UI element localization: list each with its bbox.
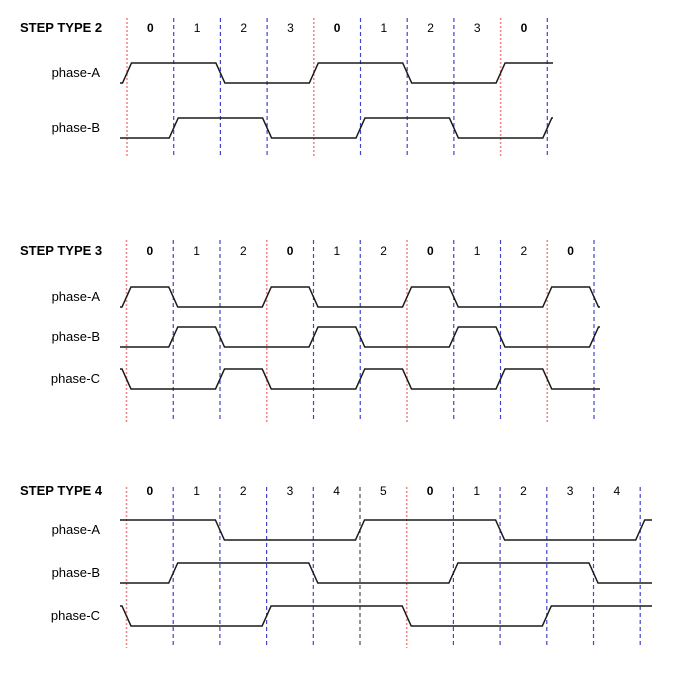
- step-number: 2: [427, 21, 434, 35]
- phase-label-b: phase-B: [51, 329, 100, 344]
- step-number: 2: [520, 244, 528, 258]
- phase-B-waveform: [120, 117, 553, 139]
- section-title-step-type-4: STEP TYPE 4: [20, 483, 103, 498]
- phase-C-waveform: [120, 368, 600, 390]
- step-number: 2: [239, 484, 247, 498]
- phase-A-waveform: [120, 62, 553, 84]
- step-number: 3: [566, 484, 574, 498]
- phase-label-a: phase-A: [51, 522, 100, 537]
- step-number: 0: [567, 244, 574, 258]
- step-number: 0: [286, 244, 294, 258]
- section-title-step-type-3: STEP TYPE 3: [20, 243, 103, 258]
- step-number: 4: [333, 484, 340, 498]
- step-number: 1: [380, 21, 388, 35]
- step-number: 2: [520, 484, 527, 498]
- step-number: 1: [473, 484, 481, 498]
- phase-B-waveform: [120, 562, 652, 584]
- step-number: 0: [427, 244, 434, 258]
- phase-C-waveform: [120, 605, 652, 627]
- step-number: 1: [193, 484, 200, 498]
- phase-label-c: phase-C: [50, 371, 100, 386]
- step-number: 3: [286, 484, 294, 498]
- step-number: 3: [473, 21, 481, 35]
- step-number: 2: [240, 21, 248, 35]
- step-number: 2: [240, 244, 247, 258]
- step-number: 0: [146, 244, 154, 258]
- step-number: 0: [520, 21, 528, 35]
- phase-label-b: phase-B: [51, 120, 100, 135]
- phase-B-waveform: [120, 326, 600, 348]
- step-number: 0: [426, 484, 434, 498]
- step-number: 0: [147, 21, 154, 35]
- step-number: 1: [333, 244, 341, 258]
- step-number: 4: [613, 484, 621, 498]
- step-number: 0: [146, 484, 154, 498]
- phase-label-a: phase-A: [51, 289, 100, 304]
- phase-label-c: phase-C: [50, 608, 100, 623]
- step-number: 1: [193, 244, 200, 258]
- phase-label-a: phase-A: [51, 65, 100, 80]
- step-number: 5: [380, 484, 387, 498]
- step-number: 1: [473, 244, 481, 258]
- step-number: 3: [287, 21, 294, 35]
- phase-A-waveform: [120, 286, 600, 308]
- step-number: 0: [333, 21, 341, 35]
- step-number: 2: [380, 244, 387, 258]
- step-number: 1: [193, 21, 201, 35]
- phase-label-b: phase-B: [51, 565, 100, 580]
- phase-A-waveform: [120, 519, 652, 541]
- section-title-step-type-2: STEP TYPE 2: [20, 20, 103, 35]
